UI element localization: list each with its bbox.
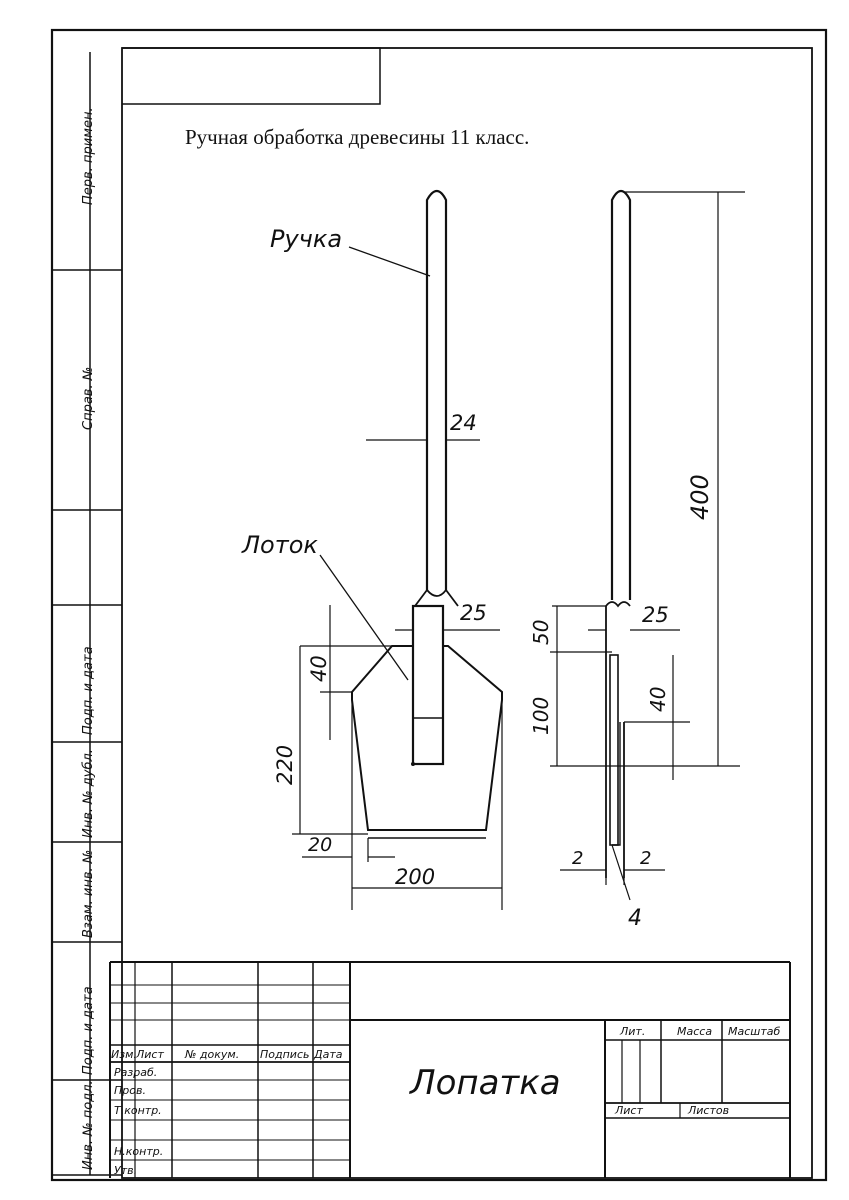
dim-slot-length: 100 [529, 697, 553, 735]
title-block: Изм. Лист № докум. Подпись Дата Разраб. … [109, 961, 791, 1178]
dim-blade-width: 200 [395, 865, 435, 889]
dim-side-socket-width: 25 [642, 603, 669, 627]
header-date: Дата [313, 1048, 343, 1061]
side-strip: Перв. примен. Справ. № Подп. и дата Инв.… [52, 52, 122, 1176]
dim-thickness: 4 [628, 906, 642, 931]
callout-handle: Ручка [270, 225, 342, 253]
dim-socket-depth: 50 [529, 620, 553, 645]
dim-blade-length: 220 [273, 745, 297, 785]
dim-side-shoulder: 40 [646, 687, 670, 712]
page-title: Ручная обработка древесины 11 класс. [185, 125, 529, 149]
header-signature: Подпись [260, 1048, 309, 1061]
header-mass: Масса [677, 1025, 712, 1038]
side-view [605, 189, 632, 878]
dim-socket-width: 25 [460, 601, 487, 625]
role-approved: Утв. [114, 1164, 137, 1177]
side-label-vzam: Взам. инв. № [81, 850, 96, 938]
side-label-podp-2: Подп. и дата [81, 986, 96, 1075]
label-sheets: Листов [687, 1104, 729, 1117]
handle-shaft [425, 189, 448, 590]
dim-total-length: 400 [686, 474, 714, 520]
side-slot [609, 654, 619, 846]
role-tech-control: Т.контр. [114, 1104, 162, 1117]
role-developer: Разраб. [114, 1066, 157, 1079]
dim-handle-width: 24 [450, 411, 477, 435]
callout-tray: Лоток [241, 531, 318, 559]
header-sheet: Лист [135, 1048, 164, 1061]
dim-wall-left: 2 [572, 848, 583, 869]
side-label-podp-1: Подп. и дата [81, 646, 96, 735]
top-designation-box [122, 47, 381, 105]
front-view [351, 189, 503, 839]
side-label-perv: Перв. примен. [81, 107, 96, 205]
handle-socket [411, 604, 445, 766]
label-sheet: Лист [614, 1104, 643, 1117]
header-change: Изм. [111, 1048, 137, 1061]
dim-shoulder-height: 40 [307, 655, 331, 682]
side-handle-shaft [610, 189, 632, 600]
part-designation: Лопатка [408, 1063, 561, 1103]
side-label-inv-podl: Инв. № подл. [81, 1080, 96, 1170]
blade-outline [351, 645, 503, 831]
dim-wall-right: 2 [640, 848, 651, 869]
header-lit: Лит. [619, 1025, 645, 1038]
header-doc-no: № докум. [184, 1048, 239, 1061]
header-scale: Масштаб [728, 1025, 780, 1038]
dim-edge-offset: 20 [308, 834, 332, 856]
side-dimensions: 400 50 100 25 40 2 2 4 [529, 191, 745, 931]
role-norm-control: Н.контр. [114, 1145, 163, 1158]
role-checker: Пров. [114, 1084, 146, 1097]
side-label-inv-dubl: Инв. № дубл. [81, 749, 96, 838]
front-dimensions: Ручка Лоток 24 25 40 220 20 200 [241, 225, 503, 910]
side-label-sprav: Справ. № [81, 367, 96, 430]
